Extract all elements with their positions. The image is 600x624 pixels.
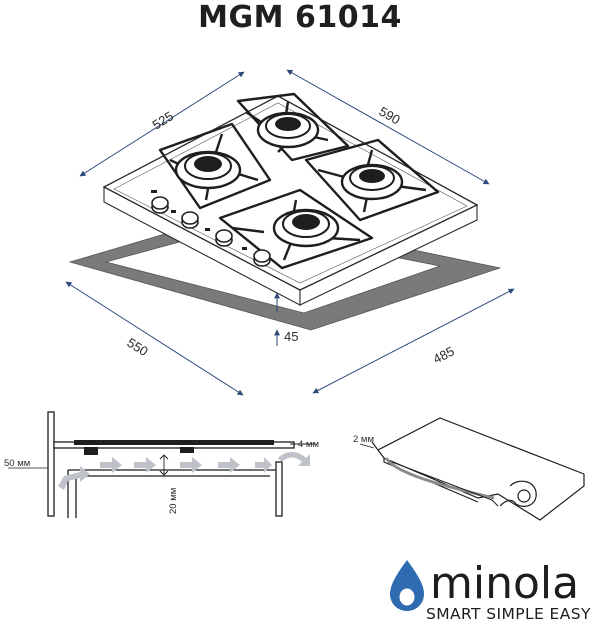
knob-1 (151, 190, 169, 214)
cabinet-left-wall (47, 411, 55, 517)
burner-front (272, 208, 340, 248)
label-side-gap: 50 мм (4, 458, 30, 469)
knob-3 (205, 228, 233, 247)
dimension-lines (65, 69, 515, 396)
burner-right (340, 163, 404, 201)
knob-2 (171, 210, 199, 229)
label-rear-gap: 4 мм (298, 439, 319, 450)
dim-hob-width: 590 (377, 104, 403, 128)
knob-4 (242, 247, 271, 267)
dim-hob-height: 45 (284, 329, 298, 344)
brand-tagline: SMART SIMPLE EASY (426, 605, 591, 623)
burner-left (174, 150, 242, 190)
label-seal: 2 мм (353, 434, 374, 445)
label-air-gap: 20 мм (168, 488, 179, 514)
installation-section (8, 411, 316, 518)
airflow-arrows (58, 452, 310, 490)
dim-cutout-depth: 485 (431, 343, 457, 366)
model-title: MGM 61014 (198, 0, 402, 35)
brand-logo (390, 560, 424, 611)
seal-detail (359, 417, 585, 521)
dim-cutout-width: 550 (124, 335, 150, 359)
brand-name: minola (430, 558, 579, 609)
control-knobs (151, 190, 271, 267)
water-drop-icon (390, 560, 424, 611)
burner-rear (256, 111, 320, 149)
hob-section (74, 440, 274, 445)
cabinet-right-wall (275, 461, 283, 517)
